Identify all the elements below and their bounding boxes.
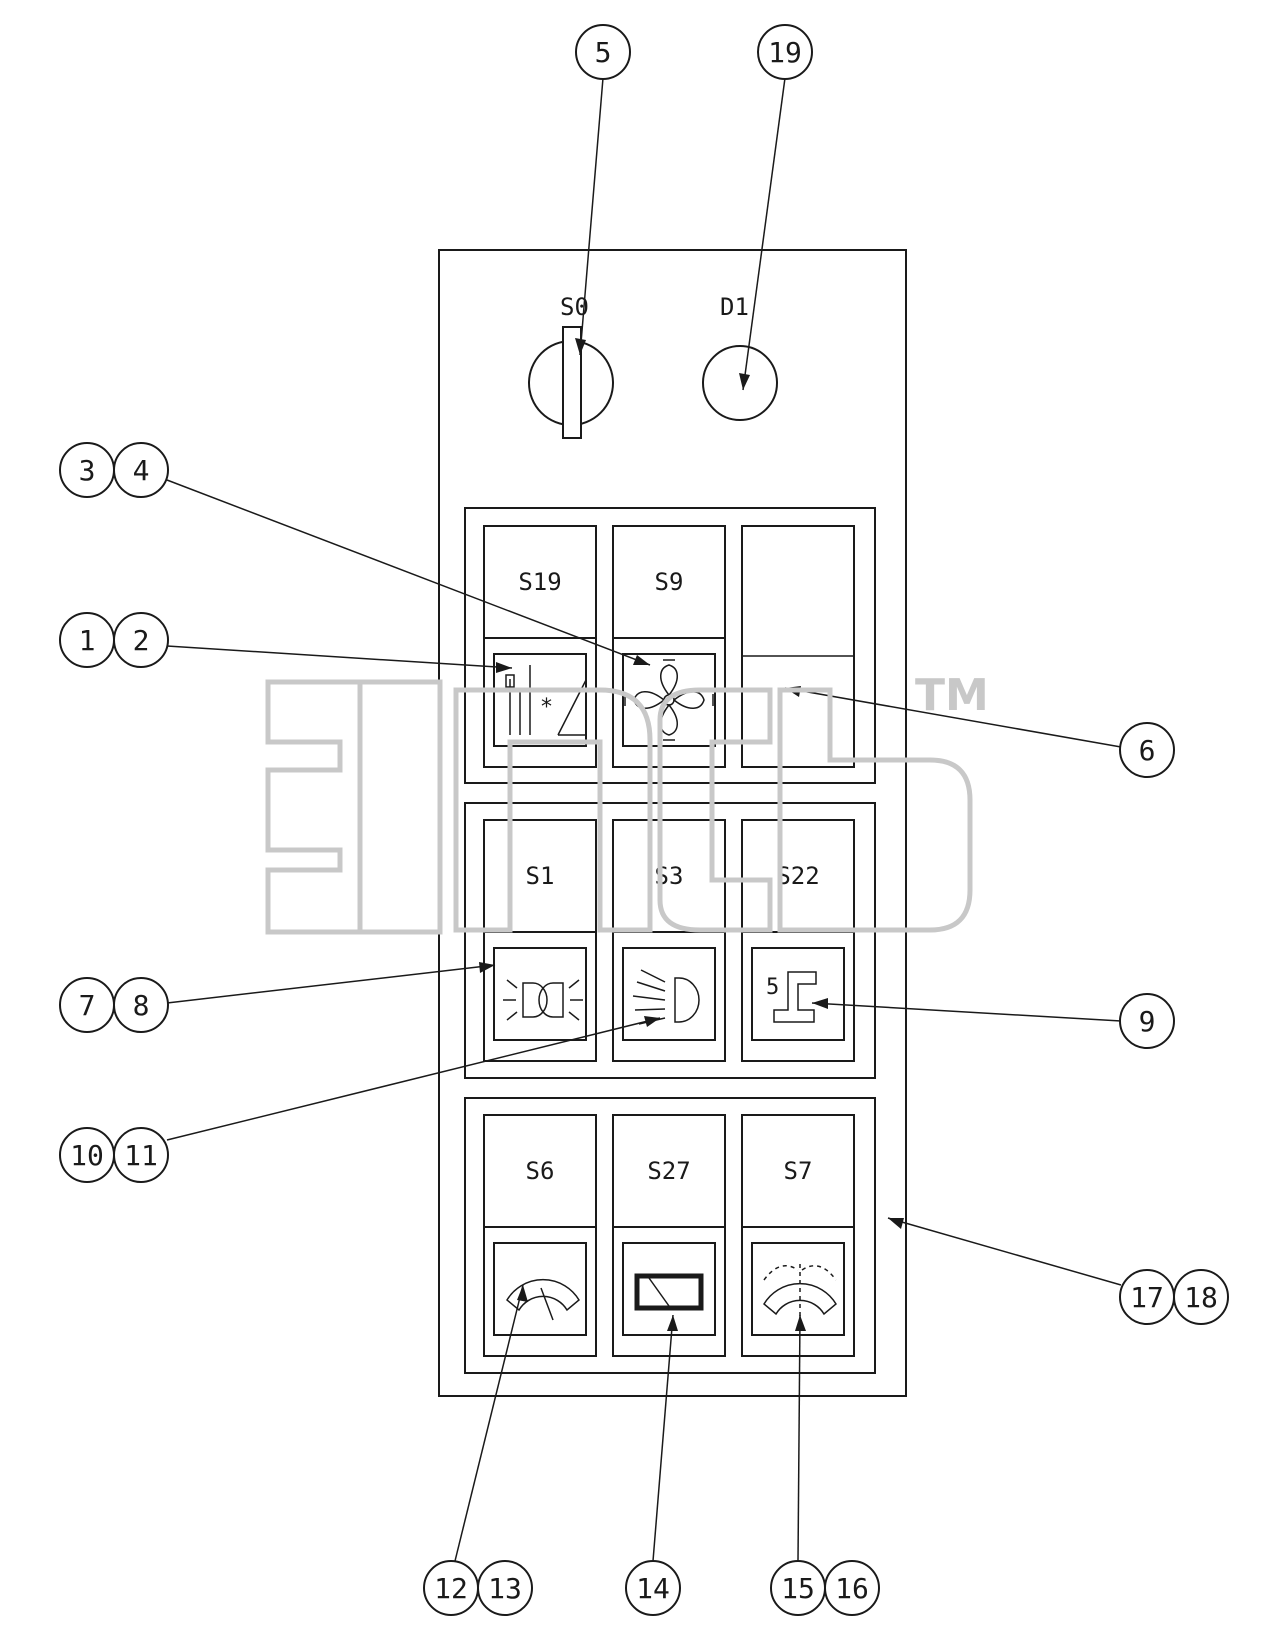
- switch-label: S7: [784, 1157, 813, 1185]
- callout-number: 17: [1130, 1281, 1164, 1314]
- switch-module-s7: S7: [741, 1114, 855, 1357]
- switch-label: S6: [526, 1157, 555, 1185]
- callout-number: 13: [488, 1572, 522, 1605]
- callout-number: 1: [79, 624, 96, 657]
- callout-balloon-8: 8: [113, 977, 169, 1033]
- indicator-lamp: [702, 345, 778, 421]
- callout-balloon-4: 4: [113, 442, 169, 498]
- switch-group-1-frame: [464, 507, 876, 784]
- callout-number: 10: [70, 1139, 104, 1172]
- callout-balloon-15: 15: [770, 1560, 826, 1616]
- callout-number: 5: [595, 36, 612, 69]
- switch-label: S1: [526, 862, 555, 890]
- wiper-icon: [763, 1264, 837, 1330]
- callout-number: 6: [1139, 734, 1156, 767]
- callout-number: 9: [1139, 1005, 1156, 1038]
- switch-label: S19: [518, 568, 561, 596]
- switch-module-s27: S27: [612, 1114, 726, 1357]
- switch-label: S22: [776, 862, 819, 890]
- callout-balloon-17: 17: [1119, 1269, 1175, 1325]
- callout-number: 14: [636, 1572, 670, 1605]
- callout-number: 2: [133, 624, 150, 657]
- headlight-icon: [632, 969, 700, 1025]
- callout-balloon-13: 13: [477, 1560, 533, 1616]
- callout-balloon-7: 7: [59, 977, 115, 1033]
- callout-number: 19: [768, 36, 802, 69]
- callout-balloon-5: 5: [575, 24, 631, 80]
- switch-label: S9: [655, 568, 684, 596]
- callout-number: 3: [79, 454, 96, 487]
- callout-number: 12: [434, 1572, 468, 1605]
- callout-number: 16: [835, 1572, 869, 1605]
- display-icon: [634, 1273, 704, 1311]
- callout-number: 4: [133, 454, 150, 487]
- callout-balloon-3: 3: [59, 442, 115, 498]
- callout-balloon-19: 19: [757, 24, 813, 80]
- switch-module-blank: [741, 525, 855, 768]
- callout-balloon-12: 12: [423, 1560, 479, 1616]
- callout-balloon-16: 16: [824, 1560, 880, 1616]
- callout-number: 8: [133, 989, 150, 1022]
- callout-balloon-10: 10: [59, 1127, 115, 1183]
- callout-number: 11: [124, 1139, 158, 1172]
- switch-label: S27: [647, 1157, 690, 1185]
- callout-balloon-11: 11: [113, 1127, 169, 1183]
- callout-number: 7: [79, 989, 96, 1022]
- svg-text:*: *: [541, 695, 552, 720]
- callout-number: 15: [781, 1572, 815, 1605]
- callout-balloon-14: 14: [625, 1560, 681, 1616]
- callout-balloon-2: 2: [113, 612, 169, 668]
- compartment-light-icon: *: [505, 665, 587, 736]
- watermark-logo: TM: [265, 670, 989, 935]
- switch-module-s6: S6: [483, 1114, 597, 1357]
- key-switch: [528, 326, 614, 439]
- switch-module-s9: S9: [612, 525, 726, 768]
- callout-balloon-6: 6: [1119, 722, 1175, 778]
- rail-icon-number: 5: [766, 975, 779, 1000]
- switch-module-s22: S22: [741, 819, 855, 1062]
- callout-number: 18: [1184, 1281, 1218, 1314]
- callout-balloon-1: 1: [59, 612, 115, 668]
- switch-group-3-frame: [464, 1097, 876, 1374]
- switch-module-s1: S1: [483, 819, 597, 1062]
- switch-module-s19: S19: [483, 525, 597, 768]
- callout-balloon-18: 18: [1173, 1269, 1229, 1325]
- gauge-icon: [506, 1278, 580, 1321]
- callout-balloon-9: 9: [1119, 993, 1175, 1049]
- lamp-label: D1: [720, 293, 749, 321]
- watermark-tm: TM: [915, 670, 989, 721]
- switch-group-2-frame: [464, 802, 876, 1079]
- rail-icon: 5: [766, 971, 817, 1023]
- leader-lines: [166, 77, 1122, 1562]
- marker-lights-icon: [503, 979, 583, 1021]
